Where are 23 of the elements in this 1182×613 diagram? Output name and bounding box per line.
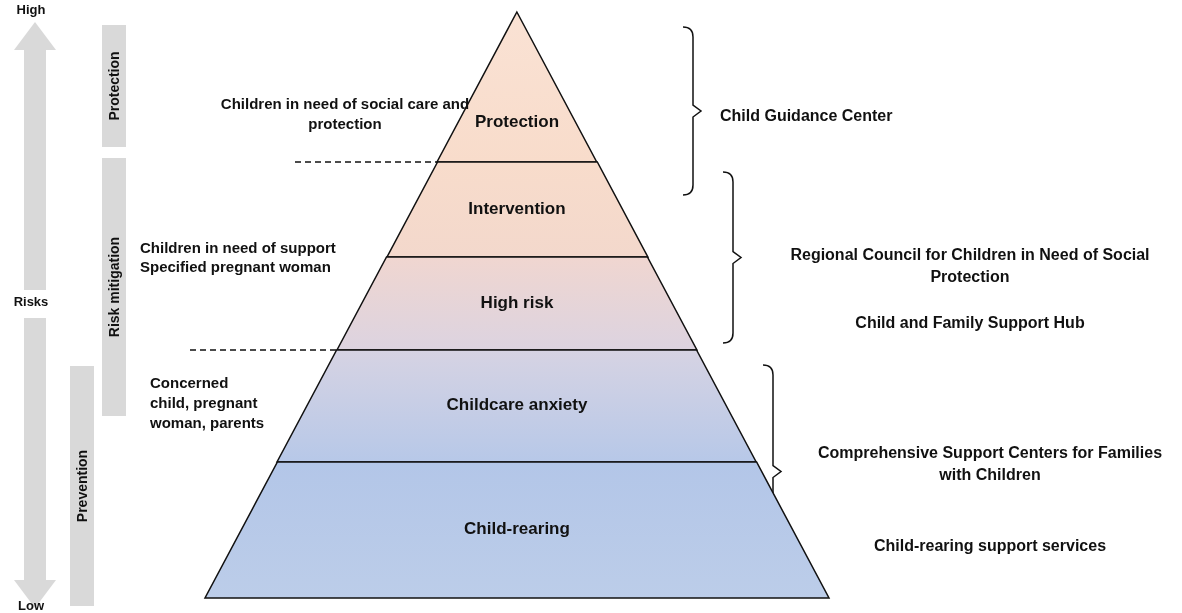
band-label: Prevention (74, 449, 90, 523)
side-band (102, 158, 126, 416)
group-label: Specified pregnant woman (140, 257, 332, 277)
side-band (102, 25, 126, 147)
axis-label: Low (17, 597, 45, 613)
tier-label: Protection (473, 112, 560, 132)
group-label: Children in need of support (140, 238, 337, 258)
service-label: Regional Council for Children in Need of Social Protection (789, 245, 1151, 287)
group-label: Concerned child, pregnant woman, parents (150, 373, 266, 433)
axis-label: High (15, 1, 47, 19)
service-label: Child-rearing support services (872, 536, 1108, 556)
service-label: Child and Family Support Hub (854, 313, 1086, 333)
tier-label: Childcare anxiety (445, 395, 589, 415)
band-label: Risk mitigation (106, 236, 122, 338)
service-label: Child Guidance Center (720, 106, 894, 126)
band-label: Protection (106, 51, 122, 121)
service-label: Comprehensive Support Centers for Families with Children (816, 443, 1164, 485)
side-band (70, 366, 94, 606)
tier-label: Intervention (467, 198, 567, 219)
group-label: Children in need of social care and protection (220, 94, 470, 134)
tier-label: High risk (479, 292, 555, 313)
axis-label: Risks (12, 293, 50, 311)
tier-label: Child-rearing (463, 519, 571, 539)
